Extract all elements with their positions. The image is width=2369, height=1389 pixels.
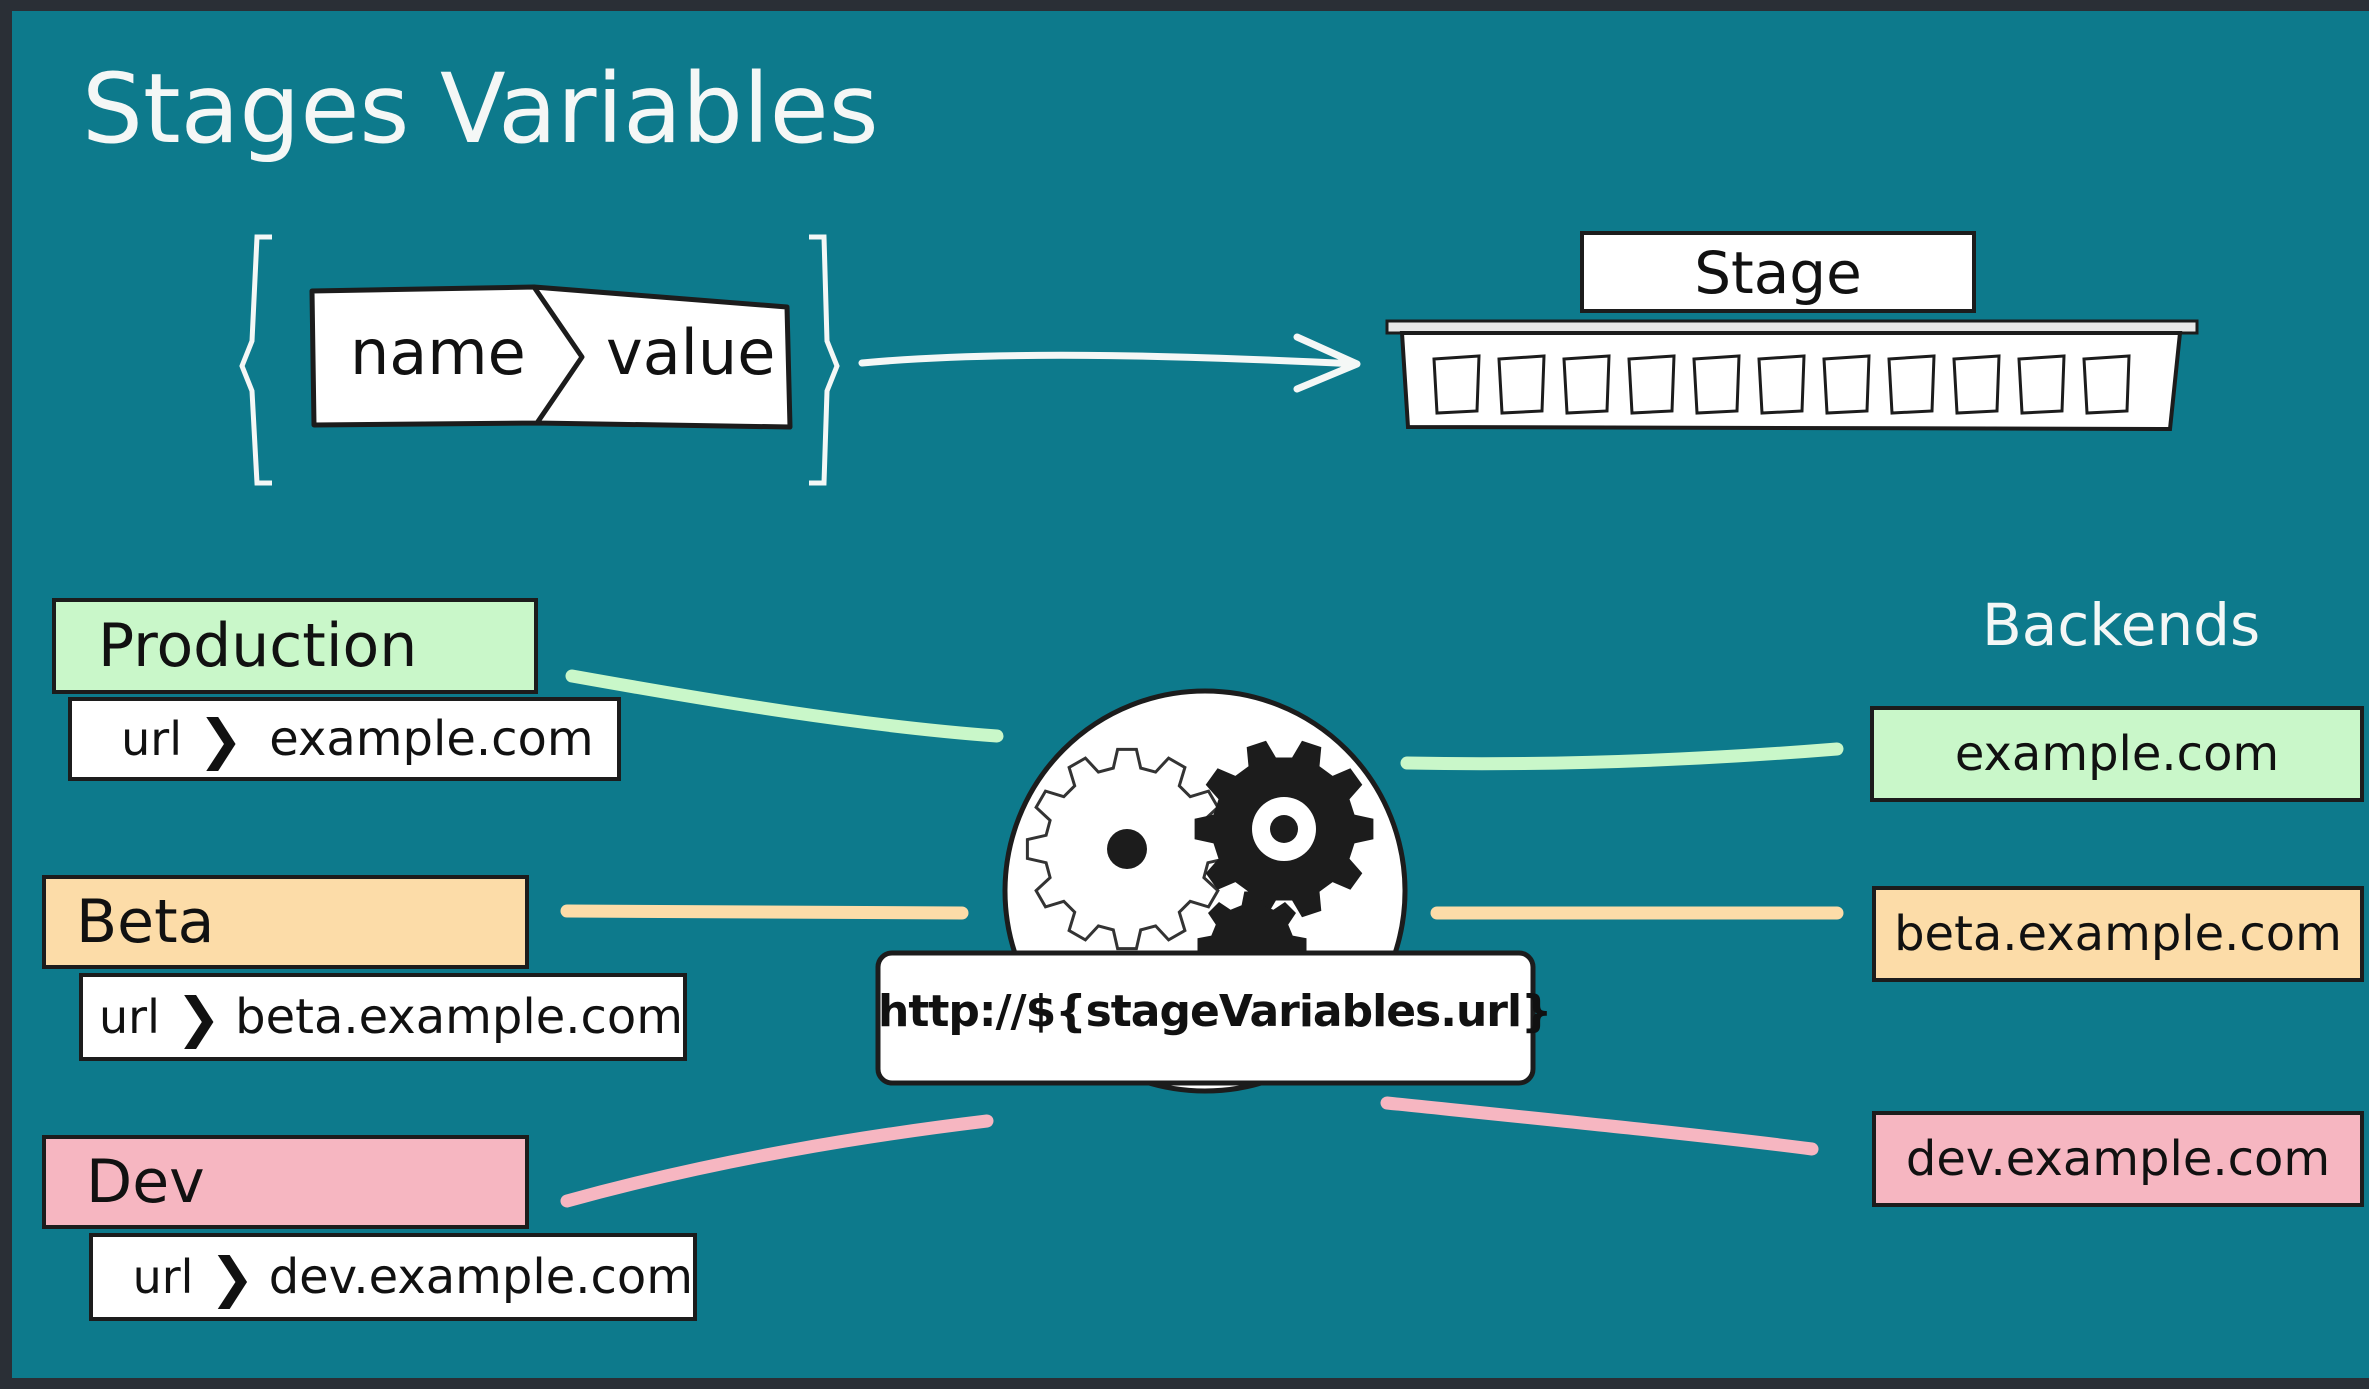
flow-arrow (858, 333, 1361, 393)
connector-beta (560, 904, 969, 920)
stage-production-var-value: example.com (269, 711, 594, 767)
name-label: name (350, 316, 526, 389)
stage-dev-separator: ❯ (209, 1245, 255, 1309)
stage-beta-var-name: url (99, 990, 160, 1044)
right-brace (809, 234, 840, 486)
stage-production: Production (52, 598, 538, 694)
stage-slot (1497, 354, 1546, 415)
stage-dev: Dev (42, 1135, 529, 1229)
stage-beta: Beta (42, 875, 529, 969)
stage-production-separator: ❯ (198, 707, 244, 771)
backend-beta-label: beta.example.com (1894, 906, 2342, 962)
connector-production (565, 669, 1004, 743)
stage-slot (1432, 354, 1481, 415)
stage-beta-var-value: beta.example.com (235, 989, 683, 1045)
backend-dev-label: dev.example.com (1905, 1131, 2331, 1187)
backend-dev: dev.example.com (1872, 1111, 2364, 1207)
stage-beta-separator: ❯ (175, 985, 222, 1049)
diagram-canvas: Stages Variables name value Stage Backen… (12, 11, 2369, 1378)
stage-beta-name: Beta (76, 887, 215, 957)
backends-heading: Backends (1982, 591, 2261, 659)
stage-slot (2017, 354, 2066, 415)
diagram-graphics (239, 231, 2199, 1208)
connector-backend-production (1400, 742, 1844, 771)
stage-slot (1562, 354, 1611, 415)
name-value-tag (309, 284, 793, 430)
stage-slot (1627, 354, 1676, 415)
value-label: value (606, 316, 776, 389)
stage-slot (1952, 354, 2001, 415)
expression-box (875, 950, 1536, 1086)
backend-beta: beta.example.com (1872, 886, 2364, 982)
stage-dev-var-value: dev.example.com (268, 1249, 693, 1305)
stage-beta-var: url ❯ beta.example.com (79, 973, 687, 1061)
expression-text: http://${stageVariables.url} (878, 986, 1552, 1037)
stage-label: Stage (1694, 239, 1862, 307)
connector-backend-dev (1380, 1096, 1819, 1156)
white-gear-icon (1025, 747, 1229, 951)
stage-label-box (1580, 231, 1976, 313)
stage-dev-var: url ❯ dev.example.com (89, 1233, 697, 1321)
stage-slot (1757, 354, 1806, 415)
stage-production-name: Production (98, 611, 418, 681)
stage-slot (1887, 354, 1936, 415)
black-gear-icon (1194, 740, 1374, 918)
stage-production-var-name: url (121, 712, 182, 766)
stage-dev-name: Dev (86, 1147, 205, 1217)
stage-dev-var-name: url (132, 1250, 194, 1304)
stage-slot (1692, 354, 1741, 415)
backend-production: example.com (1870, 706, 2364, 802)
stage-slot (1822, 354, 1871, 415)
connector-dev (560, 1114, 994, 1208)
left-brace (239, 234, 272, 486)
stage-slot (2082, 354, 2131, 415)
backend-production-label: example.com (1954, 726, 2280, 782)
stage-production-var: url ❯ example.com (68, 697, 621, 781)
page-title: Stages Variables (82, 53, 879, 165)
